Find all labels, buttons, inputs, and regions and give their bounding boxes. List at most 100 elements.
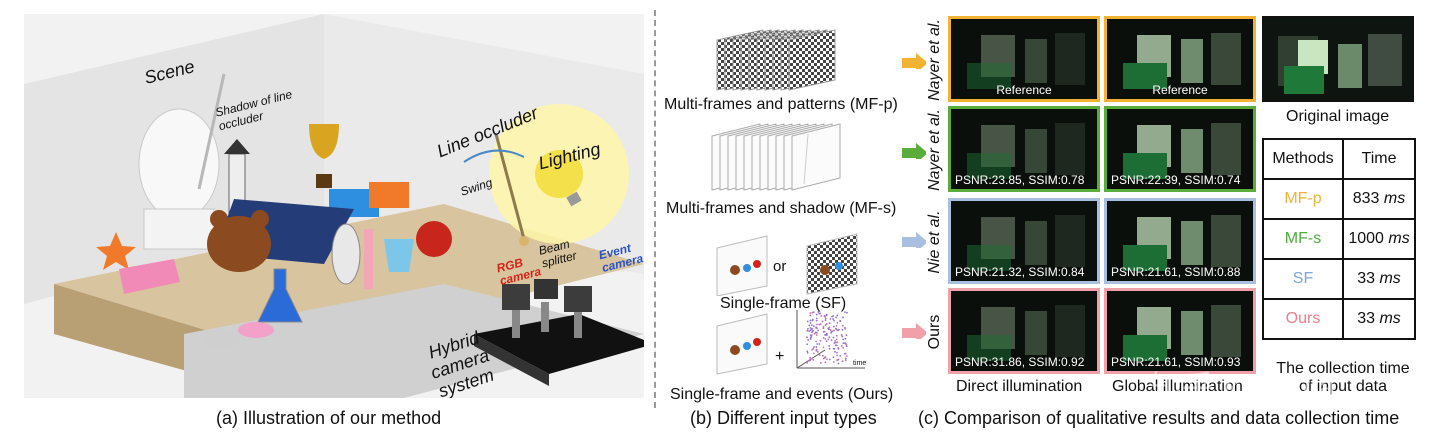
event-point bbox=[824, 337, 827, 340]
event-point bbox=[815, 313, 818, 316]
event-point bbox=[839, 320, 842, 323]
event-point bbox=[820, 315, 823, 317]
event-point bbox=[819, 323, 822, 325]
event-point bbox=[844, 326, 846, 329]
bust-statue bbox=[138, 108, 220, 220]
event-point bbox=[842, 338, 845, 341]
input-label-mfp: Multi-frames and patterns (MF-p) bbox=[664, 96, 898, 113]
rgb-camera bbox=[502, 284, 530, 310]
event-point bbox=[833, 342, 836, 344]
event-point bbox=[806, 361, 809, 364]
event-point bbox=[840, 345, 843, 347]
event-point bbox=[839, 354, 842, 357]
event-point bbox=[822, 336, 825, 339]
event-point bbox=[841, 324, 844, 327]
event-point bbox=[812, 325, 815, 328]
col-label-global: Global illumination bbox=[1112, 378, 1243, 395]
event-point bbox=[828, 347, 831, 350]
time-cell: 833 ms bbox=[1342, 178, 1416, 220]
event-point bbox=[832, 325, 835, 328]
metric-label: PSNR:23.85, SSIM:0.78 bbox=[955, 173, 1085, 187]
event-point bbox=[825, 323, 828, 325]
table-note: The collection time of input data bbox=[1276, 360, 1410, 395]
event-point bbox=[811, 311, 814, 314]
event-point bbox=[845, 355, 848, 358]
event-point bbox=[828, 358, 831, 361]
reference-label: Reference bbox=[996, 83, 1052, 97]
event-point bbox=[812, 352, 815, 355]
event-point bbox=[827, 338, 830, 341]
row-label: Nayer et al. bbox=[926, 109, 943, 191]
thumbnail-render bbox=[951, 291, 1097, 371]
lower-step bbox=[184, 284, 644, 398]
time-unit: ms bbox=[1379, 270, 1401, 287]
event-point bbox=[835, 327, 837, 330]
teddy-bear bbox=[207, 216, 271, 272]
event-point bbox=[818, 354, 821, 356]
event-point bbox=[809, 338, 812, 340]
event-point bbox=[809, 312, 812, 314]
event-point bbox=[821, 354, 824, 357]
event-point bbox=[815, 319, 818, 322]
event-point bbox=[835, 324, 838, 327]
event-point bbox=[806, 350, 809, 353]
event-point bbox=[842, 316, 844, 319]
thumbnail-render bbox=[951, 109, 1097, 189]
metric-label: PSNR:21.61, SSIM:0.93 bbox=[1111, 355, 1241, 369]
orange-basket bbox=[369, 182, 409, 208]
table-header: Methods bbox=[1262, 138, 1344, 180]
event-point bbox=[817, 311, 820, 313]
event-point bbox=[813, 332, 816, 335]
astronaut bbox=[331, 223, 361, 285]
event-point bbox=[819, 361, 822, 364]
event-point bbox=[806, 329, 809, 332]
event-point bbox=[832, 329, 835, 332]
original-image-render bbox=[1264, 18, 1412, 100]
event-point bbox=[809, 322, 812, 324]
reference-label: Reference bbox=[1152, 83, 1208, 97]
direct-illumination-thumbnail: PSNR:21.32, SSIM:0.84 bbox=[948, 198, 1100, 284]
event-point bbox=[815, 331, 817, 334]
shadow-frame bbox=[791, 123, 841, 191]
event-point bbox=[829, 317, 832, 320]
thumbnail-render bbox=[951, 19, 1097, 99]
event-point bbox=[828, 326, 831, 329]
event-point bbox=[815, 317, 818, 320]
event-point bbox=[811, 318, 814, 321]
metric-label: PSNR:31.86, SSIM:0.92 bbox=[955, 355, 1085, 369]
row-label: Nie et al. bbox=[926, 210, 943, 274]
col-label-direct: Direct illumination bbox=[956, 378, 1083, 395]
time-value: 33 bbox=[1357, 310, 1375, 327]
time-value: 833 bbox=[1352, 190, 1380, 207]
method-cell: MF-s bbox=[1262, 218, 1344, 260]
time-axis-label: time bbox=[853, 360, 867, 367]
event-point bbox=[815, 334, 818, 336]
thumbnail-render bbox=[951, 201, 1097, 281]
event-point bbox=[809, 334, 812, 337]
time-unit: ms bbox=[1388, 230, 1410, 247]
event-point bbox=[832, 336, 835, 339]
original-image bbox=[1262, 16, 1414, 102]
row-arrow-icon bbox=[902, 53, 926, 69]
event-point bbox=[824, 324, 827, 326]
event-point bbox=[824, 319, 827, 322]
event-point bbox=[822, 346, 825, 349]
event-point bbox=[809, 319, 812, 322]
thumbnail-render bbox=[1107, 109, 1253, 189]
event-point bbox=[807, 327, 809, 330]
direct-illumination-thumbnail: PSNR:23.85, SSIM:0.78 bbox=[948, 106, 1100, 192]
soap-gray bbox=[202, 329, 242, 347]
event-point bbox=[832, 347, 835, 350]
divider bbox=[654, 10, 656, 408]
event-point bbox=[844, 352, 847, 355]
watermark: 知乎 @Olivia bbox=[1150, 369, 1336, 405]
thumbnail-render bbox=[1107, 201, 1253, 281]
event-point bbox=[836, 314, 839, 317]
event-point bbox=[837, 347, 840, 349]
global-illumination-thumbnail: PSNR:21.61, SSIM:0.88 bbox=[1104, 198, 1256, 284]
method-cell: SF bbox=[1262, 258, 1344, 300]
soap-pink bbox=[238, 322, 274, 338]
event-point bbox=[819, 312, 822, 315]
